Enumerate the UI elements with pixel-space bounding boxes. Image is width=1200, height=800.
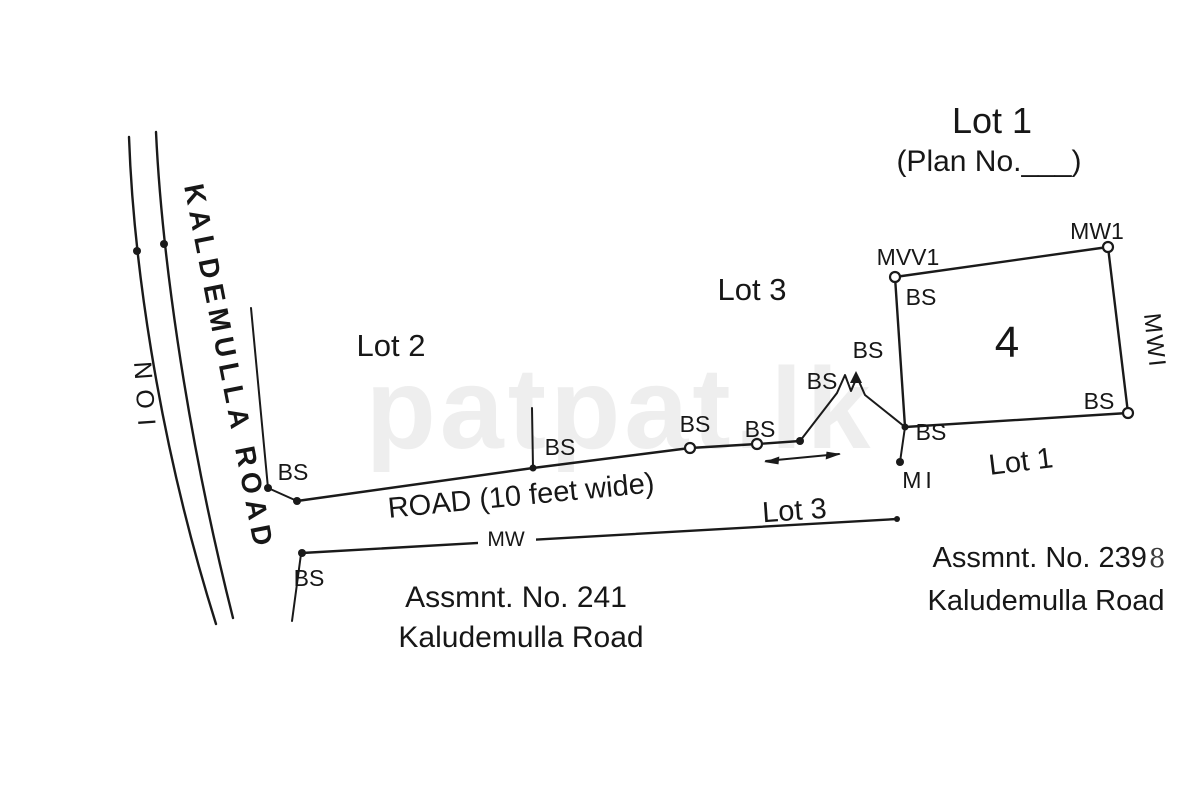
lot2-west-boundary-line xyxy=(250,307,269,489)
right-assessment-number-suffix: 8 xyxy=(1149,544,1166,574)
bs-mark-label: BS xyxy=(807,368,838,394)
bs-mark-label: BS xyxy=(1084,388,1115,414)
kaludemulla-road-east-line xyxy=(154,130,235,620)
bs-mark-label: BS xyxy=(294,565,325,591)
survey-station-circle xyxy=(683,441,697,455)
parcel4-east-line xyxy=(1106,245,1130,415)
lot2-corner-segment xyxy=(267,487,298,502)
lot3-road-label: Lot 3 xyxy=(761,493,828,529)
bs-mark-label: BS xyxy=(278,459,309,485)
mvv1-mark-label: MVV1 xyxy=(877,244,940,270)
corner-to-road-segment xyxy=(899,426,906,463)
parcel-number-label: 4 xyxy=(995,318,1019,367)
right-assessment-number: Assmnt. No. 2398 xyxy=(933,542,1166,574)
plan-subtitle: (Plan No.___) xyxy=(896,145,1081,178)
survey-point-dot xyxy=(264,484,272,492)
triangle-survey-mark xyxy=(850,371,862,383)
lot3-upper-label: Lot 3 xyxy=(718,272,787,307)
right-assessment-number-main: Assmnt. No. 239 xyxy=(933,542,1147,574)
survey-station-circle xyxy=(750,437,764,451)
left-assessment-number: Assmnt. No. 241 xyxy=(405,581,627,614)
parcel-4: MVV1 MW1 MWI MI 4 Lot 1 xyxy=(877,218,1171,493)
right-assessment-road: Kaludemulla Road xyxy=(928,585,1165,617)
arrowhead-right-icon xyxy=(825,451,841,460)
bs-mark-label: BS xyxy=(853,337,884,363)
survey-station-circle xyxy=(1121,406,1135,420)
survey-point-dot xyxy=(894,516,900,522)
irregular-boundary-line xyxy=(799,374,906,442)
lot1-east-label: Lot 1 xyxy=(987,442,1055,482)
lot2-boundary xyxy=(250,307,301,505)
survey-point-dot xyxy=(160,240,168,248)
mw-mark-label: MW xyxy=(487,528,524,551)
parcel4-south-line xyxy=(903,411,1130,429)
bs-marks: BS BS BS BS BS BS BS BS BS BS xyxy=(278,284,1115,591)
boundary-tick-line xyxy=(531,407,534,469)
assessment-annotations: Assmnt. No. 241 Kaludemulla Road Assmnt.… xyxy=(398,542,1165,654)
bs-mark-label: BS xyxy=(745,416,776,442)
bs-mark-label: BS xyxy=(916,419,947,445)
survey-point-dot xyxy=(529,464,537,472)
kaludemulla-road-west-line xyxy=(127,135,218,626)
label-backing xyxy=(478,524,536,550)
survey-point-dot xyxy=(133,247,141,255)
bs-mark-label: BS xyxy=(906,284,937,310)
mw1-mark-label: MW1 xyxy=(1070,218,1124,244)
southwest-boundary-line xyxy=(291,553,302,622)
lot2-label: Lot 2 xyxy=(357,328,426,363)
left-assessment-road: Kaludemulla Road xyxy=(398,621,643,654)
mwi-mark-label: MWI xyxy=(1138,312,1171,370)
plan-title: Lot 1 xyxy=(952,100,1032,141)
arrowhead-left-icon xyxy=(764,456,780,465)
kaludemulla-road-name-label: KALDEMULLA ROAD xyxy=(178,181,280,554)
survey-point-dot xyxy=(896,458,904,466)
survey-station-circle xyxy=(1101,240,1115,254)
survey-station-circle xyxy=(888,270,902,284)
bs-mark-label: BS xyxy=(680,411,711,437)
titles: Lot 1 (Plan No.___) Lot 2 Lot 3 xyxy=(357,100,1082,363)
bs-mark-label: BS xyxy=(545,434,576,460)
survey-point-dot xyxy=(298,549,306,557)
parcel4-west-line xyxy=(893,275,907,429)
mi-mark-label: MI xyxy=(902,467,936,493)
boundary-zigzag xyxy=(799,371,906,442)
access-road-label: ROAD (10 feet wide) xyxy=(386,467,655,524)
watermark-text: patpat.lk xyxy=(366,345,875,473)
access-road-south-line xyxy=(300,517,899,555)
road-side-label: NOI xyxy=(128,360,161,436)
parcel4-north-line xyxy=(893,245,1110,279)
